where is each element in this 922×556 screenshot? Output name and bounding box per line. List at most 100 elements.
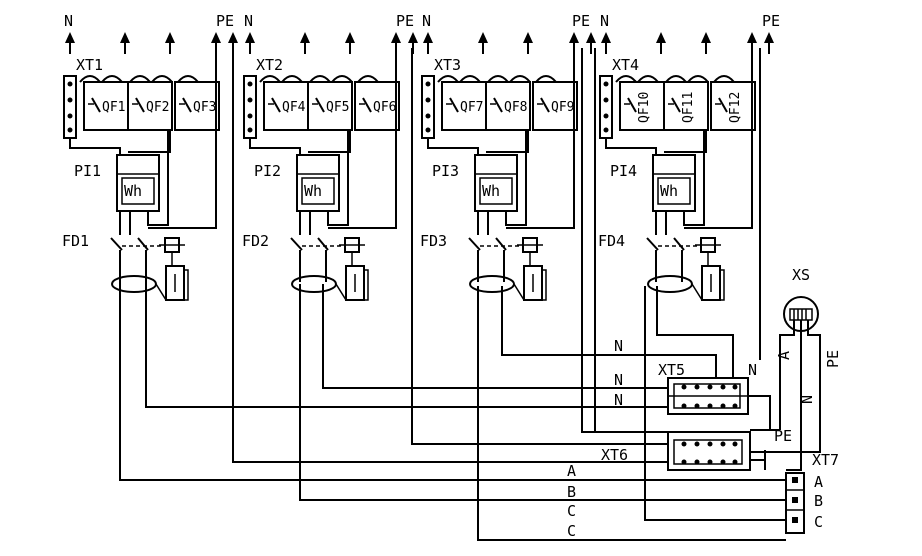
n-arrow-1 <box>65 32 75 43</box>
breaker-qf8: QF8 <box>485 81 531 131</box>
xt7-phase-b: B <box>814 492 823 510</box>
phase-arrow-c-4 <box>747 32 757 43</box>
breaker-label-qf5: QF5 <box>326 100 349 115</box>
phase-arrow-a-3 <box>478 32 488 43</box>
terminal-label-3: XT3 <box>434 56 461 74</box>
bus-n-label-2: N <box>614 371 623 389</box>
n-label-3: N <box>422 12 431 30</box>
breaker-qf4: QF4 <box>263 81 309 131</box>
phase-arrow-c-1 <box>211 32 221 43</box>
meter-2 <box>296 154 340 212</box>
terminal-label-4: XT4 <box>612 56 639 74</box>
breaker-qf10: QF10 <box>619 81 665 131</box>
breaker-label-qf3: QF3 <box>193 100 216 115</box>
xt7-terminals <box>792 477 798 523</box>
n-label-1: N <box>64 12 73 30</box>
meter-symbol-4: Wh <box>660 182 678 200</box>
pe-arrow-4 <box>764 32 774 43</box>
meter-symbol-3: Wh <box>482 182 500 200</box>
phase-arrow-a-2 <box>300 32 310 43</box>
current-transformer-2 <box>291 275 337 293</box>
rcd-label-3: FD3 <box>420 232 447 250</box>
xt5-label: XT5 <box>658 361 685 379</box>
breaker-label-qf6: QF6 <box>373 100 396 115</box>
xt6-bar <box>673 439 743 465</box>
bus-n-label-3: N <box>614 391 623 409</box>
n-arrow-2 <box>245 32 255 43</box>
phase-arrow-c-2 <box>391 32 401 43</box>
meter-1 <box>116 154 160 212</box>
pe-label-4: PE <box>762 12 780 30</box>
xt7-phase-a: A <box>814 473 823 491</box>
current-transformer-4 <box>647 275 693 293</box>
rcd-2 <box>290 237 369 301</box>
breaker-label-qf9: QF9 <box>551 100 574 115</box>
breaker-qf1: QF1 <box>83 81 129 131</box>
meter-4 <box>652 154 696 212</box>
pe-arrow-1 <box>228 32 238 43</box>
rcd-label-2: FD2 <box>242 232 269 250</box>
pe-label-2: PE <box>396 12 414 30</box>
phase-arrow-c-3 <box>569 32 579 43</box>
xt7-phase-c: C <box>814 513 823 531</box>
breaker-label-qf8: QF8 <box>504 100 527 115</box>
rcd-label-4: FD4 <box>598 232 625 250</box>
phase-arrow-a-4 <box>656 32 666 43</box>
bus-pe-short-label: PE <box>774 427 792 445</box>
terminal-label-2: XT2 <box>256 56 283 74</box>
current-transformer-1 <box>111 275 157 293</box>
rcd-label-1: FD1 <box>62 232 89 250</box>
phase-arrow-b-1 <box>165 32 175 43</box>
phase-arrow-b-4 <box>701 32 711 43</box>
pe-label-3: PE <box>572 12 590 30</box>
phase-arrow-b-2 <box>345 32 355 43</box>
n-arrow-3 <box>423 32 433 43</box>
terminal-label-1: XT1 <box>76 56 103 74</box>
breaker-label-qf1: QF1 <box>102 100 125 115</box>
meter-label-3: PI3 <box>432 162 459 180</box>
current-transformer-3 <box>469 275 515 293</box>
xt5-bar <box>673 383 741 409</box>
breaker-qf3: QF3 <box>174 81 220 131</box>
breaker-label-qf10: QF10 <box>637 92 652 123</box>
n-label-4: N <box>600 12 609 30</box>
phase-label-a: A <box>567 462 576 480</box>
xs-label: XS <box>792 266 810 284</box>
pe-arrow-2 <box>408 32 418 43</box>
breaker-qf9: QF9 <box>532 81 578 131</box>
meter-label-4: PI4 <box>610 162 637 180</box>
xt6-label: XT6 <box>601 446 628 464</box>
phase-arrow-b-3 <box>523 32 533 43</box>
n-label-2: N <box>244 12 253 30</box>
meter-label-2: PI2 <box>254 162 281 180</box>
rcd-4 <box>646 237 725 301</box>
phase-label-c1: C <box>567 502 576 520</box>
xt6-terminals <box>681 441 738 465</box>
phase-arrow-a-1 <box>120 32 130 43</box>
bus-pe-vertical-label: PE <box>824 350 842 368</box>
bus-n-label-4: N <box>748 361 757 379</box>
breaker-qf12: QF12 <box>710 81 756 131</box>
bus-a-vertical-label: A <box>775 351 793 360</box>
rcd-1 <box>110 237 189 301</box>
breaker-qf11: QF11 <box>663 81 709 131</box>
meter-symbol-2: Wh <box>304 182 322 200</box>
phase-label-b: B <box>567 483 576 501</box>
distribution-bus: N N N N XT5 XT6 XT7 XS PE PE A N A B C C… <box>119 48 842 541</box>
n-arrow-4 <box>601 32 611 43</box>
breaker-qf6: QF6 <box>354 81 400 131</box>
xt5-terminals <box>681 384 738 409</box>
meter-symbol-1: Wh <box>124 182 142 200</box>
breaker-label-qf4: QF4 <box>282 100 306 115</box>
meter-label-1: PI1 <box>74 162 101 180</box>
phase-label-c2: C <box>567 522 576 540</box>
meter-3 <box>474 154 518 212</box>
xt7-label: XT7 <box>812 451 839 469</box>
bus-n-label-1: N <box>614 337 623 355</box>
breaker-label-qf7: QF7 <box>460 100 483 115</box>
breaker-qf5: QF5 <box>307 81 353 131</box>
